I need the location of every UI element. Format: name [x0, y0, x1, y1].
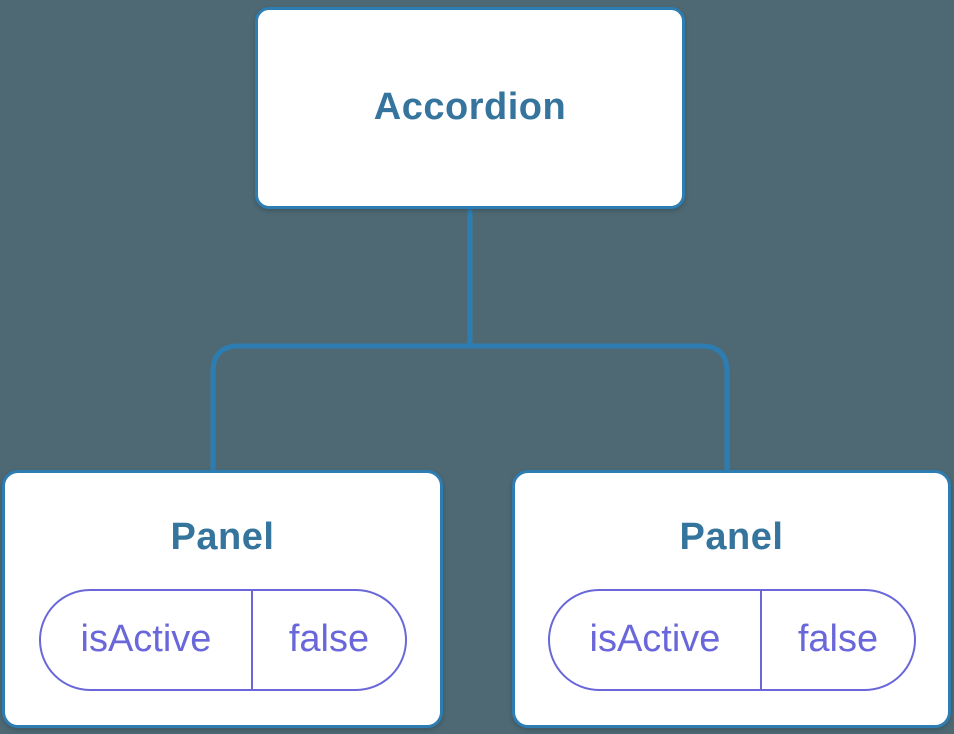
accordion-node: Accordion	[255, 7, 685, 209]
state-key: isActive	[550, 590, 763, 689]
panel-node-label: Panel	[679, 516, 784, 558]
state-value: false	[797, 618, 879, 661]
state-value: false	[288, 618, 370, 661]
panel-node-left: Panel isActive false	[2, 470, 443, 728]
state-pill: isActive false	[547, 588, 916, 691]
accordion-node-label: Accordion	[373, 86, 567, 129]
state-pill: isActive false	[38, 588, 407, 691]
panel-node-right: Panel isActive false	[512, 470, 951, 728]
state-key: isActive	[41, 590, 254, 689]
panel-node-label: Panel	[170, 516, 275, 558]
